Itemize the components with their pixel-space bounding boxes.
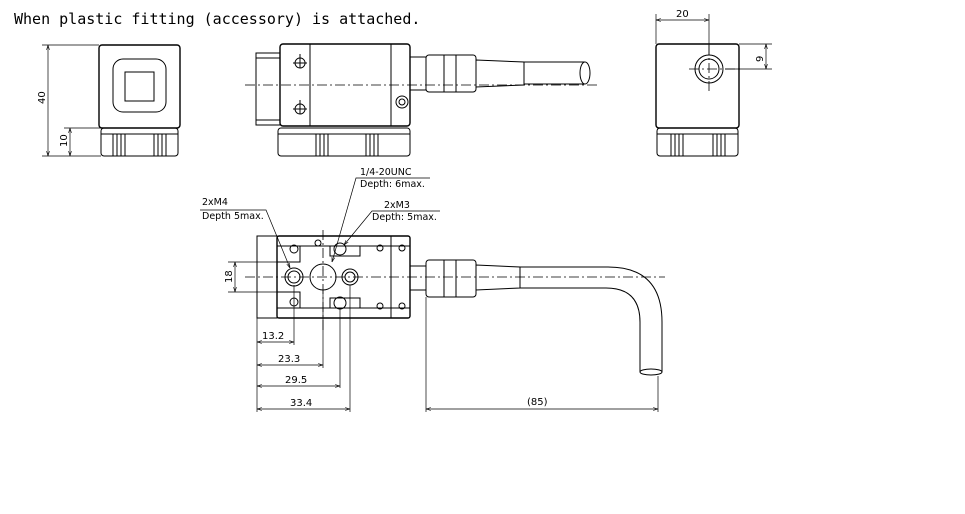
dim-spacing-18: 18 [224, 270, 235, 283]
dim-13-2: 13.2 [262, 331, 284, 342]
dim-29-5: 29.5 [285, 375, 307, 386]
dim-offset-9: 9 [755, 56, 766, 62]
dim-cable-85: (85) [527, 397, 548, 408]
drawing-caption: When plastic fitting (accessory) is atta… [14, 10, 420, 28]
dim-width-20: 20 [676, 9, 689, 20]
bottom-view: 18 13.2 23.3 29.5 33.4 (85) 2xM4 Depth 5… [200, 167, 665, 412]
dim-height-10: 10 [59, 134, 70, 147]
note-unc-line1: 1/4-20UNC [360, 167, 412, 178]
note-m4-line2: Depth 5max. [202, 211, 264, 222]
front-view: 40 10 [37, 44, 181, 157]
dim-height-40: 40 [37, 91, 48, 104]
note-m4-line1: 2xM4 [202, 197, 228, 208]
note-m3-line2: Depth: 5max. [372, 212, 437, 223]
dim-33-4: 33.4 [290, 398, 312, 409]
side-view [245, 43, 600, 157]
note-m3-line1: 2xM3 [384, 200, 410, 211]
back-view: 20 9 [655, 9, 772, 157]
dim-23-3: 23.3 [278, 354, 300, 365]
note-unc-line2: Depth: 6max. [360, 179, 425, 190]
